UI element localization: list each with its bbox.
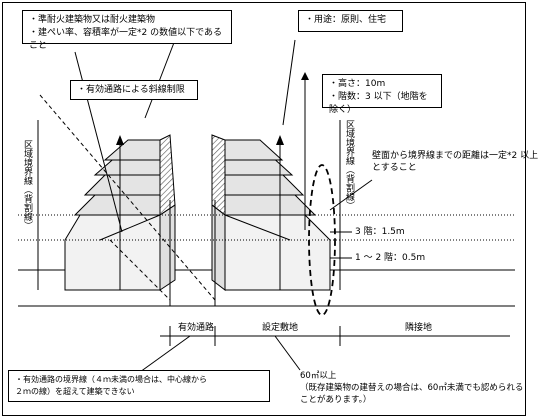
slope-note: ・有効通路による斜線制限: [70, 80, 198, 100]
dim-site: 設定敷地: [262, 323, 299, 333]
top-left-note: ・準耐火建築物又は耐火建築物 ・建ぺい率、容積率が一定*2 の数値以下であること: [22, 10, 232, 51]
note-line: ・準耐火建築物又は耐火建築物: [29, 15, 156, 25]
dim-adjacent: 隣接地: [405, 323, 433, 333]
note-line: とすること: [372, 163, 417, 173]
bottom-left-note: ・有効通路の境界線（４ｍ未満の場合は、中心線から ２ｍの線）を超えて建築できない: [8, 370, 270, 402]
setback-12f-label: 1 ～ 2 階：0.5m: [355, 253, 426, 263]
left-boundary-label: 区域境界線（背割線）: [22, 140, 32, 230]
note-line: 壁面から境界線までの距離は一定*2 以上: [372, 151, 538, 161]
diagram-frame: [2, 2, 526, 416]
bottom-right-note: 60㎡以上 （既存建築物の建替えの場合は、60㎡未満でも認められる ことがありま…: [300, 370, 523, 406]
wall-note: 壁面から境界線までの距離は一定*2 以上 とすること: [372, 150, 538, 174]
setback-ellipse: [308, 164, 336, 316]
left-building: [64, 134, 176, 291]
note-line: ・有効通路による斜線制限: [77, 85, 185, 95]
note-line: 60㎡以上: [300, 371, 337, 381]
slope-line-left: [39, 94, 216, 301]
note-line: ・高さ：10m: [329, 79, 386, 89]
note-line: ことがあります。）: [300, 395, 372, 405]
height-note: ・高さ：10m ・階数：3 以下（地階を除く）: [322, 74, 442, 115]
note-line: ・有効通路の境界線（４ｍ未満の場合は、中心線から: [15, 375, 207, 384]
note-line: ・建ぺい率、容積率が一定*2 の数値以下であること: [29, 28, 222, 51]
right-boundary-label: 区域境界線（背割線）: [344, 120, 354, 210]
top-right-note: ・用途：原則、住宅: [298, 10, 403, 32]
note-line: ・階数：3 以下（地階を除く）: [329, 92, 428, 115]
dim-passage: 有効通路: [178, 323, 215, 333]
setback-3f-label: 3 階：1.5m: [355, 227, 405, 237]
right-building: [211, 134, 331, 292]
note-line: ・用途：原則、住宅: [305, 15, 387, 25]
note-line: ２ｍの線）を超えて建築できない: [15, 387, 135, 396]
note-line: （既存建築物の建替えの場合は、60㎡未満でも認められる: [300, 383, 524, 393]
